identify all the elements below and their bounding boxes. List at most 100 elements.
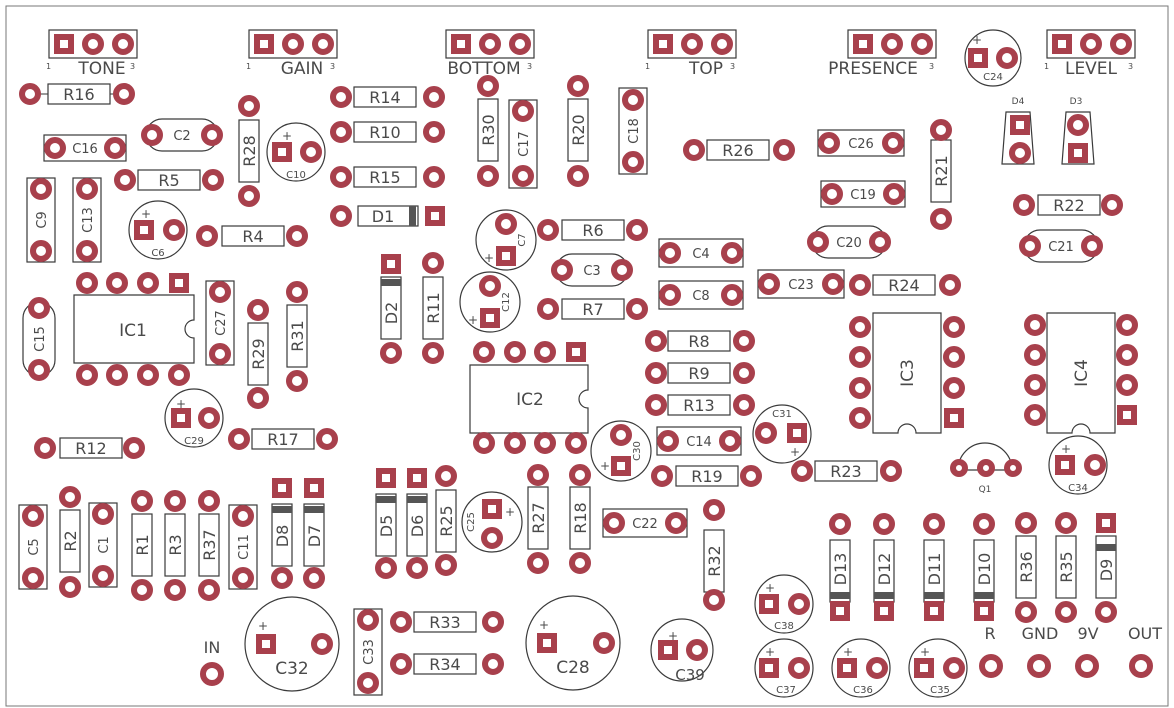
resistor-r2[interactable]: R2: [59, 486, 81, 598]
capacitor-c15[interactable]: C15: [22, 297, 56, 381]
resistor-r31[interactable]: R31: [286, 281, 308, 392]
capacitor-c33[interactable]: C33: [353, 608, 383, 696]
capacitor-c20[interactable]: C20: [807, 225, 891, 259]
resistor-r32[interactable]: R32: [703, 499, 725, 611]
capacitor-c18[interactable]: C18: [618, 87, 648, 175]
resistor-r34[interactable]: R34: [390, 653, 504, 675]
diode-d2[interactable]: D2: [380, 254, 402, 364]
capacitor-c7[interactable]: +C7: [475, 209, 537, 271]
capacitor-c24[interactable]: +C24: [964, 29, 1022, 87]
diode-d12[interactable]: D12: [873, 513, 895, 621]
resistor-r4[interactable]: R4: [196, 225, 308, 247]
resistor-r29[interactable]: R29: [247, 299, 269, 409]
resistor-r5[interactable]: R5: [114, 169, 224, 191]
ic-ic1[interactable]: IC1: [73, 272, 195, 386]
resistor-r15[interactable]: R15: [330, 166, 445, 188]
diode-d8[interactable]: D8: [271, 478, 293, 589]
resistor-r12[interactable]: R12: [34, 437, 145, 459]
resistor-r13[interactable]: R13: [645, 394, 755, 416]
resistor-r18[interactable]: R18: [569, 464, 591, 574]
capacitor-c11[interactable]: C11: [228, 504, 258, 590]
resistor-r30[interactable]: R30: [477, 75, 499, 187]
connector-r[interactable]: R: [979, 624, 1003, 678]
capacitor-c2[interactable]: C2: [141, 118, 223, 152]
pot-top[interactable]: 1 TOP 3: [645, 29, 737, 79]
resistor-r21[interactable]: R21: [930, 119, 952, 230]
ic-ic4[interactable]: IC4: [1024, 312, 1138, 434]
resistor-r26[interactable]: R26: [683, 139, 795, 161]
connector-9v[interactable]: 9V: [1075, 624, 1099, 678]
capacitor-c19[interactable]: C19: [820, 180, 906, 208]
pot-presence[interactable]: PRESENCE 3: [828, 29, 937, 79]
resistor-r3[interactable]: R3: [164, 490, 186, 601]
capacitor-c38[interactable]: +C38: [754, 574, 814, 634]
capacitor-c32[interactable]: +C32: [244, 596, 340, 692]
capacitor-c29[interactable]: +C29: [164, 388, 224, 448]
led-d4[interactable]: D4: [1001, 97, 1035, 165]
resistor-r17[interactable]: R17: [228, 428, 338, 450]
pot-tone[interactable]: 1 TONE 3: [46, 29, 138, 79]
resistor-r10[interactable]: R10: [330, 121, 445, 143]
capacitor-c12[interactable]: +C12: [459, 271, 521, 333]
diode-d11[interactable]: D11: [923, 513, 945, 621]
capacitor-c36[interactable]: +C36: [831, 638, 891, 698]
capacitor-c10[interactable]: +C10: [266, 122, 326, 182]
capacitor-c23[interactable]: C23: [757, 269, 845, 299]
diode-d5[interactable]: D5: [375, 468, 397, 579]
resistor-r20[interactable]: R20: [567, 75, 589, 187]
transistor-q1[interactable]: Q1: [950, 442, 1022, 495]
resistor-r19[interactable]: R19: [651, 465, 762, 487]
capacitor-c26[interactable]: C26: [817, 129, 905, 157]
resistor-r14[interactable]: R14: [330, 86, 445, 108]
resistor-r8[interactable]: R8: [645, 330, 755, 352]
connector-out[interactable]: OUT: [1128, 624, 1162, 678]
diode-d6[interactable]: D6: [406, 468, 428, 579]
capacitor-c25[interactable]: +C25: [461, 491, 523, 553]
resistor-r37[interactable]: R37: [198, 490, 220, 601]
resistor-r33[interactable]: R33: [390, 611, 504, 633]
diode-d10[interactable]: D10: [973, 513, 995, 621]
resistor-r24[interactable]: R24: [849, 274, 961, 296]
capacitor-c3[interactable]: C3: [551, 253, 633, 287]
capacitor-c8[interactable]: C8: [658, 280, 744, 310]
pot-gain[interactable]: 1 GAIN 3: [246, 29, 338, 79]
capacitor-c27[interactable]: C27: [205, 280, 235, 366]
capacitor-c4[interactable]: C4: [658, 238, 744, 268]
resistor-r16[interactable]: R16: [19, 83, 135, 105]
resistor-r27[interactable]: R27: [527, 464, 549, 574]
resistor-r28[interactable]: R28: [238, 95, 260, 207]
ic-ic3[interactable]: IC3: [849, 312, 965, 434]
connector-gnd[interactable]: GND: [1022, 624, 1059, 678]
capacitor-c30[interactable]: +C30: [590, 420, 652, 482]
resistor-r25[interactable]: R25: [435, 465, 457, 576]
capacitor-c17[interactable]: C17: [508, 99, 538, 189]
connector-in[interactable]: IN: [200, 638, 224, 686]
resistor-r36[interactable]: R36: [1015, 512, 1037, 623]
pot-bottom[interactable]: BOTTOM 3: [445, 29, 535, 79]
capacitor-c35[interactable]: +C35: [908, 638, 968, 698]
ic-ic2[interactable]: IC2: [469, 341, 589, 454]
resistor-r35[interactable]: R35: [1055, 512, 1077, 623]
capacitor-c16[interactable]: C16: [43, 134, 127, 162]
capacitor-c39[interactable]: +C39: [650, 618, 714, 684]
resistor-r23[interactable]: R23: [791, 460, 902, 482]
capacitor-c34[interactable]: +C34: [1048, 435, 1108, 495]
pot-level[interactable]: 1 LEVEL 3: [1044, 29, 1136, 79]
resistor-r1[interactable]: R1: [131, 490, 153, 601]
capacitor-c9[interactable]: C9: [26, 177, 56, 263]
resistor-r6[interactable]: R6: [537, 219, 648, 241]
capacitor-c28[interactable]: +C28: [525, 595, 621, 691]
resistor-r11[interactable]: R11: [422, 252, 444, 364]
capacitor-c22[interactable]: C22: [602, 508, 688, 538]
resistor-r9[interactable]: R9: [645, 362, 755, 384]
resistor-r7[interactable]: R7: [537, 298, 648, 320]
led-d3[interactable]: D3: [1061, 97, 1095, 165]
capacitor-c31[interactable]: +C31: [752, 404, 812, 464]
diode-d1[interactable]: D1: [330, 205, 445, 227]
capacitor-c6[interactable]: +C6: [128, 200, 188, 260]
capacitor-c1[interactable]: C1: [88, 502, 118, 588]
diode-d9[interactable]: D9: [1095, 513, 1117, 623]
diode-d13[interactable]: D13: [829, 513, 851, 621]
capacitor-c21[interactable]: C21: [1019, 229, 1103, 263]
resistor-r22[interactable]: R22: [1013, 194, 1123, 216]
